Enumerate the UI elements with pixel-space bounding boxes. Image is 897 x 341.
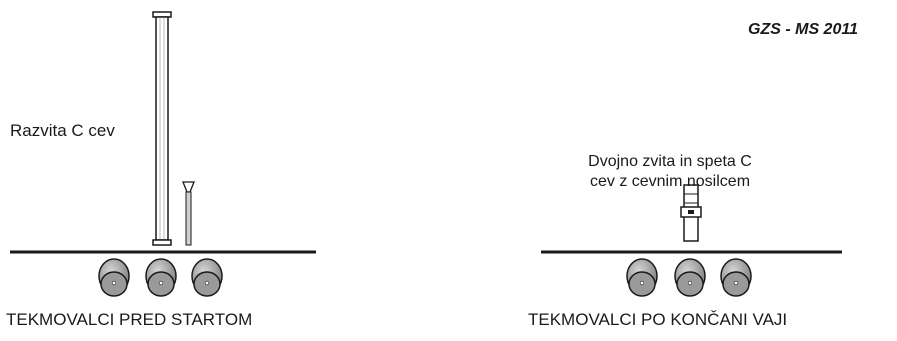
rolled-hose-carrier [680, 184, 702, 242]
left-panel [10, 11, 316, 297]
rolled-hose-label-line1: Dvojno zvita in speta C [588, 153, 752, 170]
rolled-hose-label-line2: cev z cevnim nosilcem [589, 173, 751, 190]
event-label: GZS - MS 2011 [748, 21, 858, 38]
competitor-4 [626, 258, 658, 297]
unrolled-hose-label: Razvita C cev [10, 121, 115, 140]
rolled-hose-label: Dvojno zvita in speta C cev z cevnim nos… [570, 152, 770, 192]
nozzle [182, 181, 195, 246]
competitor-1 [98, 258, 130, 297]
competitor-6 [720, 258, 752, 297]
right-panel [541, 184, 842, 297]
competitor-2 [145, 258, 177, 297]
unrolled-hose [152, 11, 172, 246]
competitor-5 [674, 258, 706, 297]
caption-before-start: TEKMOVALCI PRED STARTOM [6, 310, 253, 329]
caption-after-exercise: TEKMOVALCI PO KONČANI VAJI [528, 310, 788, 329]
competitor-3 [191, 258, 223, 297]
